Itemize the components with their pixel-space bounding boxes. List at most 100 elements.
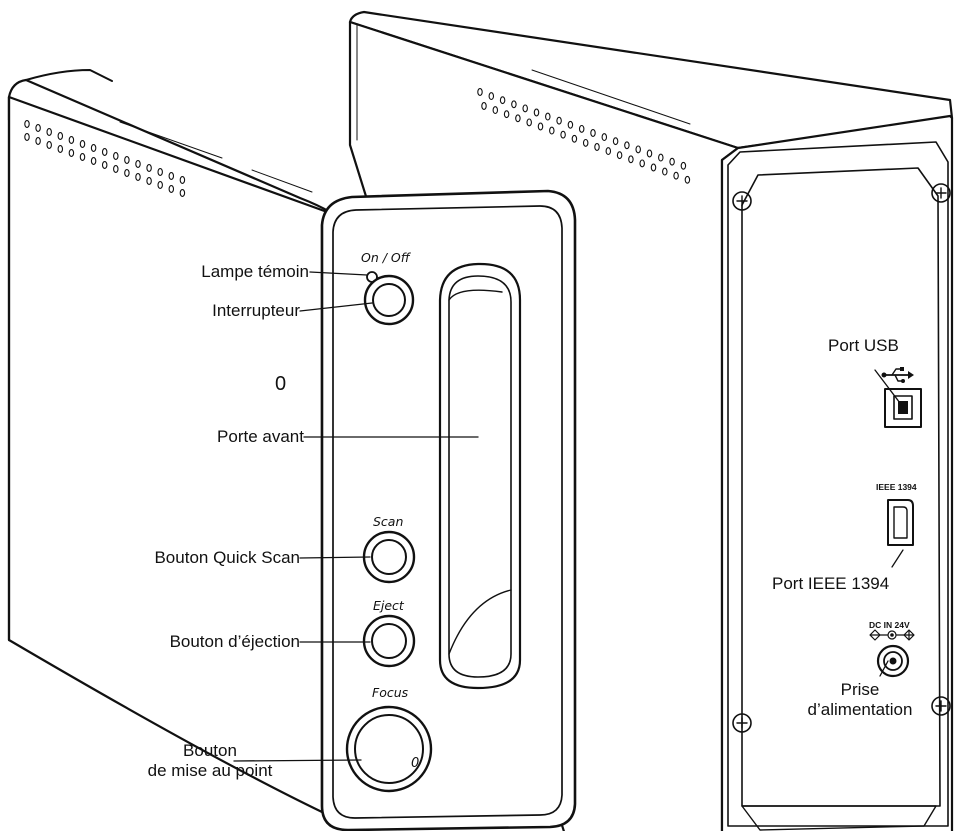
vent-hole	[124, 156, 130, 164]
vent-hole	[179, 176, 186, 184]
vent-hole	[168, 185, 175, 193]
vent-hole	[35, 137, 41, 145]
vent-hole	[545, 112, 551, 121]
callout-power-switch: Interrupteur	[212, 301, 300, 320]
quick-scan-button[interactable]	[362, 530, 416, 584]
vent-hole	[146, 164, 152, 172]
vent-hole	[526, 118, 532, 127]
vent-hole	[601, 133, 608, 142]
rear-screw-bottom-right	[931, 696, 951, 716]
vent-hole	[90, 157, 97, 165]
vent-hole	[157, 168, 163, 176]
vent-hole	[68, 149, 75, 157]
callout-indicator-lamp: Lampe témoin	[201, 262, 309, 281]
callout-focus-knob-line2: de mise au point	[147, 761, 273, 780]
vent-hole	[549, 126, 555, 135]
polarity-icon	[869, 629, 915, 641]
focus-label: Focus	[372, 685, 409, 700]
eject-button[interactable]	[362, 614, 416, 668]
vent-hole	[57, 132, 64, 140]
callout-power-jack-line1: Prise	[840, 680, 880, 699]
vent-hole	[594, 143, 600, 151]
vent-hole	[560, 130, 566, 139]
vent-hole	[616, 151, 623, 160]
vent-hole	[571, 134, 578, 143]
vent-hole	[673, 171, 679, 180]
front-door	[438, 262, 522, 690]
on-off-label: On / Off	[361, 250, 412, 265]
vent-hole	[578, 124, 585, 133]
vent-hole	[477, 88, 483, 96]
focus-knob-mark: 0	[411, 756, 419, 771]
focus-knob[interactable]	[345, 705, 433, 793]
vent-hole	[179, 189, 186, 197]
callout-quick-scan-button: Bouton Quick Scan	[154, 548, 300, 567]
rear-screw-top-right	[931, 183, 951, 203]
rear-screw-top-left	[732, 191, 752, 211]
vent-hole	[46, 141, 52, 149]
vent-hole	[680, 161, 687, 170]
vent-hole	[503, 110, 510, 119]
leader-lines	[233, 271, 904, 762]
side-mark: 0	[275, 373, 286, 395]
vent-hole	[658, 153, 664, 162]
vent-hole	[515, 114, 521, 123]
vent-hole	[481, 102, 487, 110]
vent-hole	[499, 96, 506, 105]
rear-screw-bottom-left	[732, 713, 752, 733]
vent-hole	[556, 116, 562, 125]
vent-hole	[590, 129, 596, 137]
callout-eject-button: Bouton d’éjection	[169, 632, 300, 651]
vent-hole	[669, 157, 675, 166]
vent-hole	[24, 120, 30, 128]
vent-hole	[68, 136, 75, 144]
vent-hole	[635, 145, 641, 154]
vent-hole	[662, 167, 668, 176]
callout-ieee1394-port: Port IEEE 1394	[772, 574, 890, 593]
vent-hole	[624, 141, 630, 150]
callout-usb-port: Port USB	[828, 336, 899, 355]
ieee1394-port	[887, 499, 914, 546]
vent-hole	[157, 181, 163, 189]
vent-hole	[511, 100, 517, 109]
front-vent-holes	[24, 120, 186, 197]
vent-hole	[101, 148, 108, 156]
vent-hole	[628, 155, 634, 164]
callout-front-door: Porte avant	[217, 427, 304, 446]
vent-hole	[101, 161, 108, 169]
vent-hole	[46, 128, 52, 136]
vent-hole	[605, 147, 612, 156]
vent-hole	[537, 122, 544, 131]
vent-hole	[135, 160, 141, 168]
vent-hole	[24, 133, 30, 141]
rear-vent-holes	[477, 88, 691, 184]
vent-hole	[522, 104, 528, 113]
vent-hole	[90, 144, 97, 152]
vent-hole	[650, 163, 657, 172]
vent-hole	[124, 169, 130, 177]
vent-hole	[113, 152, 119, 160]
vent-hole	[612, 137, 619, 146]
vent-hole	[684, 175, 691, 184]
eject-label: Eject	[373, 598, 405, 613]
callout-focus-knob: Bouton de mise au point	[130, 741, 290, 781]
dc-in-text: DC IN 24V	[869, 620, 910, 630]
callout-focus-knob-line1: Bouton	[183, 741, 237, 760]
vent-hole	[582, 138, 589, 147]
vent-hole	[168, 172, 175, 180]
vent-hole	[135, 173, 141, 181]
vent-hole	[567, 120, 574, 129]
usb-icon	[881, 367, 914, 383]
vent-hole	[79, 140, 86, 148]
scan-label: Scan	[373, 514, 403, 529]
power-button[interactable]	[363, 274, 415, 326]
vent-hole	[79, 153, 86, 161]
callout-power-jack-line2: d’alimentation	[807, 700, 913, 719]
front-unit: 0 On / Off Scan Eject	[7, 69, 577, 831]
dc-in-jack	[876, 644, 910, 678]
vent-hole	[488, 92, 495, 101]
vent-hole	[533, 108, 540, 117]
vent-hole	[57, 145, 64, 153]
vent-hole	[639, 159, 645, 168]
